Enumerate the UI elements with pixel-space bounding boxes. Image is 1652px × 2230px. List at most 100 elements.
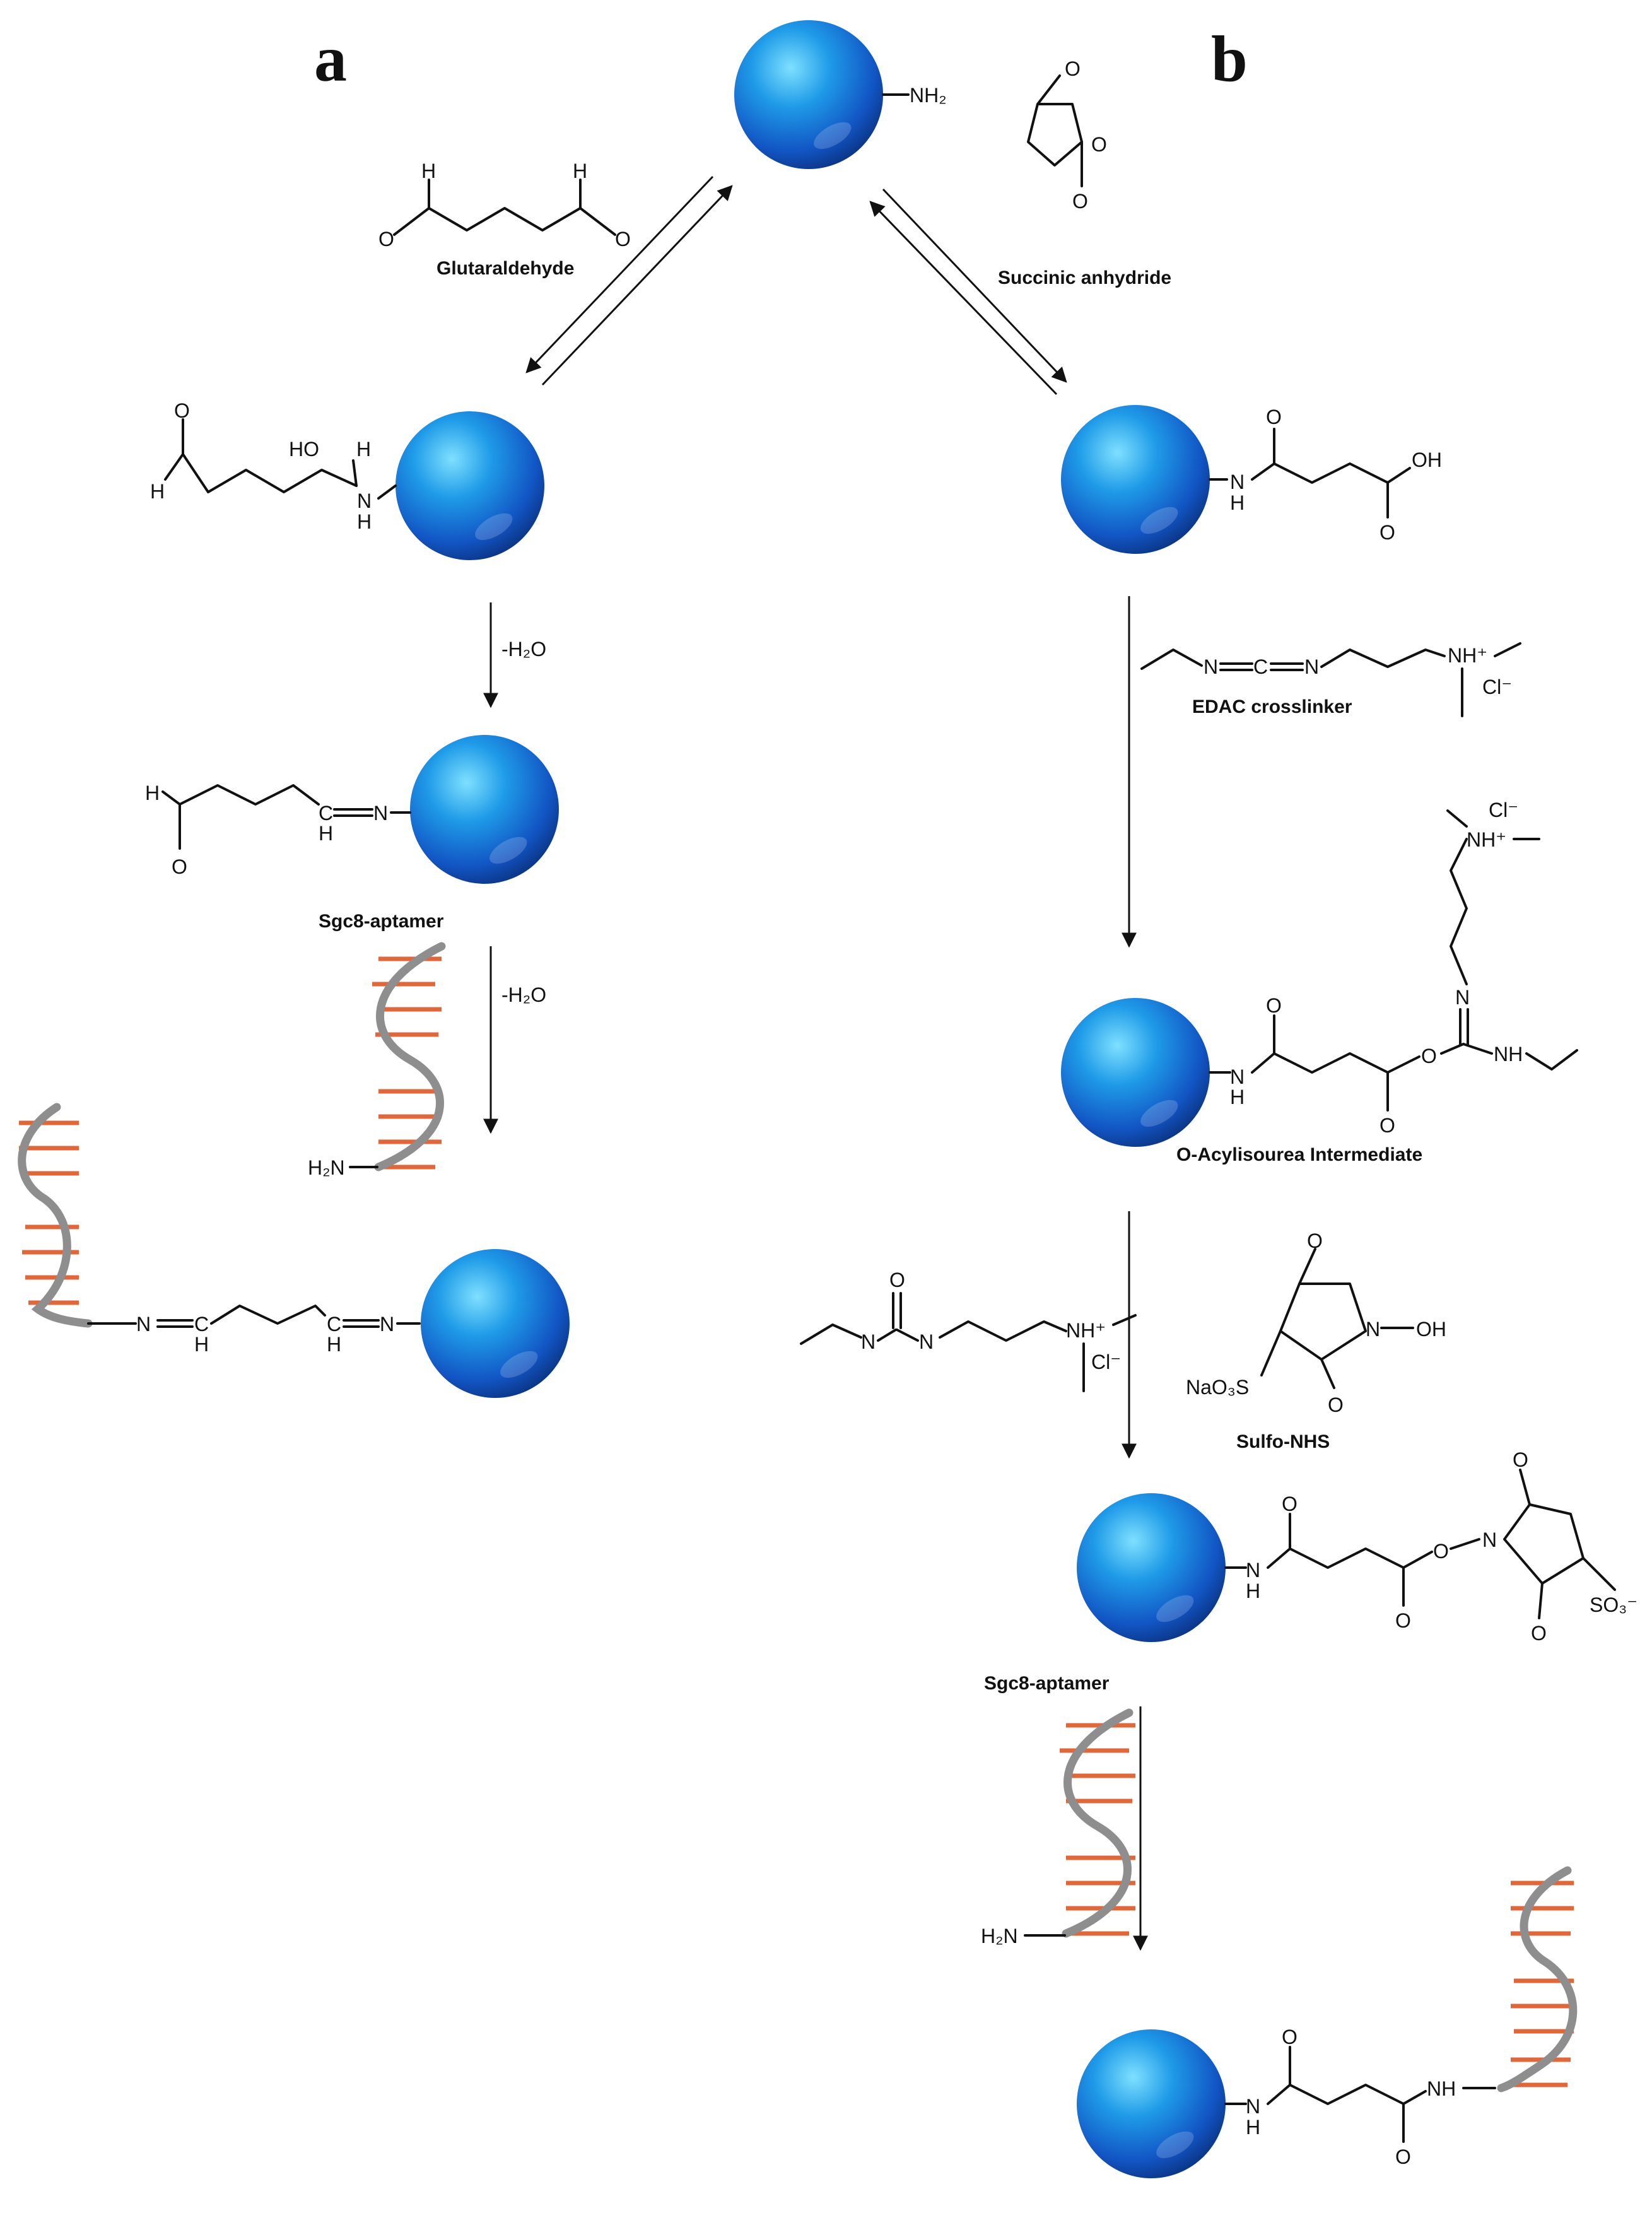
svg-text:C: C — [319, 802, 333, 825]
svg-text:O: O — [1380, 1114, 1395, 1137]
aptamer-a-helix — [372, 942, 446, 1171]
svg-text:N: N — [1455, 986, 1470, 1009]
svg-text:NH⁺: NH⁺ — [1066, 1319, 1106, 1342]
svg-text:NH⁺: NH⁺ — [1448, 644, 1487, 667]
caption-glutaraldehyde: Glutaraldehyde — [436, 258, 574, 279]
svg-text:N: N — [1246, 2095, 1260, 2118]
svg-text:N: N — [1230, 471, 1245, 493]
label-h2o-2: -H₂O — [501, 983, 546, 1006]
svg-text:O: O — [1282, 1493, 1298, 1515]
svg-text:O: O — [1395, 1609, 1411, 1632]
svg-text:H: H — [356, 438, 371, 461]
svg-text:O: O — [1266, 406, 1282, 428]
svg-text:N: N — [1230, 1065, 1245, 1088]
svg-text:H: H — [145, 782, 160, 804]
aptamer-a-final-helix — [18, 1103, 93, 1328]
caption-succinic: Succinic anhydride — [998, 267, 1171, 288]
svg-text:H: H — [150, 480, 165, 503]
svg-text:O: O — [1421, 1045, 1437, 1067]
svg-text:N: N — [1366, 1318, 1380, 1341]
svg-text:H: H — [319, 822, 333, 845]
caption-sulfo-nhs: Sulfo-NHS — [1236, 1431, 1330, 1452]
caption-acylisourea: O-Acylisourea Intermediate — [1176, 1144, 1422, 1165]
bead-top — [734, 20, 883, 169]
label-nh2-top: NH₂ — [910, 84, 947, 107]
svg-text:O: O — [615, 228, 631, 250]
label-h2o-1: -H₂O — [501, 638, 546, 660]
svg-text:N: N — [380, 1313, 394, 1335]
glutaraldehyde-structure: O H O H — [378, 160, 631, 250]
svg-text:N: N — [861, 1330, 876, 1353]
svg-text:N: N — [1304, 655, 1319, 678]
svg-text:H: H — [327, 1333, 341, 1356]
panel-b-letter: b — [1211, 23, 1248, 95]
svg-text:N: N — [1204, 655, 1218, 678]
label-h2n-b: H₂N — [981, 1925, 1018, 1947]
bead-a1 — [395, 411, 544, 560]
svg-text:O: O — [1380, 521, 1395, 544]
svg-text:Cl⁻: Cl⁻ — [1091, 1351, 1121, 1373]
svg-text:N: N — [1482, 1529, 1497, 1551]
bead-b4 — [1077, 2029, 1226, 2178]
svg-text:O: O — [172, 855, 187, 878]
svg-text:O: O — [889, 1269, 905, 1291]
svg-text:N: N — [136, 1313, 151, 1335]
svg-text:N: N — [357, 490, 372, 512]
aptamer-b-helix — [1060, 1708, 1135, 1938]
edac-structure: N C N NH⁺ Cl⁻ — [1140, 642, 1521, 717]
svg-text:O: O — [1433, 1540, 1449, 1563]
svg-text:O: O — [174, 399, 190, 422]
svg-text:O: O — [1531, 1622, 1547, 1645]
svg-text:H: H — [357, 510, 372, 533]
caption-sgc8-b: Sgc8-aptamer — [984, 1673, 1110, 1694]
svg-text:O: O — [1065, 57, 1081, 80]
svg-text:SO₃⁻: SO₃⁻ — [1590, 1593, 1637, 1616]
urea-byproduct-structure: N O N NH⁺ Cl⁻ — [800, 1269, 1137, 1392]
svg-text:O: O — [1266, 994, 1282, 1017]
svg-text:HO: HO — [289, 438, 319, 461]
svg-text:C: C — [1253, 655, 1268, 678]
aptamer-b-final-helix — [1497, 1866, 1578, 2092]
imine-aldehyde-structure: H O C H N — [145, 782, 411, 878]
svg-text:Cl⁻: Cl⁻ — [1489, 799, 1518, 821]
caption-sgc8-a: Sgc8-aptamer — [319, 911, 444, 932]
bead-a2 — [410, 735, 559, 884]
equilibrium-arrow-a — [525, 175, 733, 386]
svg-text:Cl⁻: Cl⁻ — [1482, 676, 1512, 698]
svg-text:C: C — [327, 1313, 341, 1335]
bead-b2 — [1061, 998, 1210, 1147]
svg-text:O: O — [1091, 133, 1107, 156]
svg-text:OH: OH — [1416, 1318, 1446, 1341]
svg-text:H: H — [573, 160, 587, 182]
svg-text:O: O — [378, 228, 394, 250]
bead-b1 — [1061, 405, 1210, 554]
svg-text:H: H — [1230, 491, 1245, 514]
svg-text:H: H — [1246, 2116, 1260, 2139]
svg-text:NaO₃S: NaO₃S — [1186, 1376, 1249, 1399]
panel-a-letter: a — [314, 23, 347, 95]
di-imine-linker: N C H C H N — [87, 1305, 421, 1356]
succinamic-acid-structure: N H O OH O — [1209, 406, 1442, 544]
svg-text:O: O — [1072, 190, 1088, 213]
amide-linked-aptamer-structure: N H O O NH — [1224, 2026, 1496, 2168]
svg-text:O: O — [1395, 2145, 1411, 2168]
bead-b3 — [1077, 1493, 1226, 1642]
caption-edac: EDAC crosslinker — [1192, 696, 1352, 717]
svg-text:C: C — [194, 1313, 209, 1335]
succinic-anhydride-structure: O O O — [1027, 57, 1107, 213]
svg-text:H: H — [194, 1333, 209, 1356]
equilibrium-arrow-b — [869, 188, 1067, 396]
svg-text:OH: OH — [1412, 449, 1442, 471]
o-acylisourea-structure: N H O O O N NH NH⁺ Cl⁻ — [1209, 799, 1578, 1137]
nhs-ester-structure: N H O O O N O O SO₃⁻ — [1224, 1448, 1637, 1645]
svg-text:NH⁺: NH⁺ — [1467, 828, 1506, 851]
svg-text:NH: NH — [1427, 2077, 1456, 2100]
svg-text:N: N — [1246, 1559, 1260, 1582]
bead-a3 — [421, 1249, 570, 1398]
svg-text:O: O — [1307, 1229, 1323, 1252]
svg-text:N: N — [373, 802, 388, 825]
svg-text:H: H — [1230, 1086, 1245, 1108]
svg-text:N: N — [919, 1330, 934, 1353]
svg-text:O: O — [1282, 2026, 1298, 2048]
